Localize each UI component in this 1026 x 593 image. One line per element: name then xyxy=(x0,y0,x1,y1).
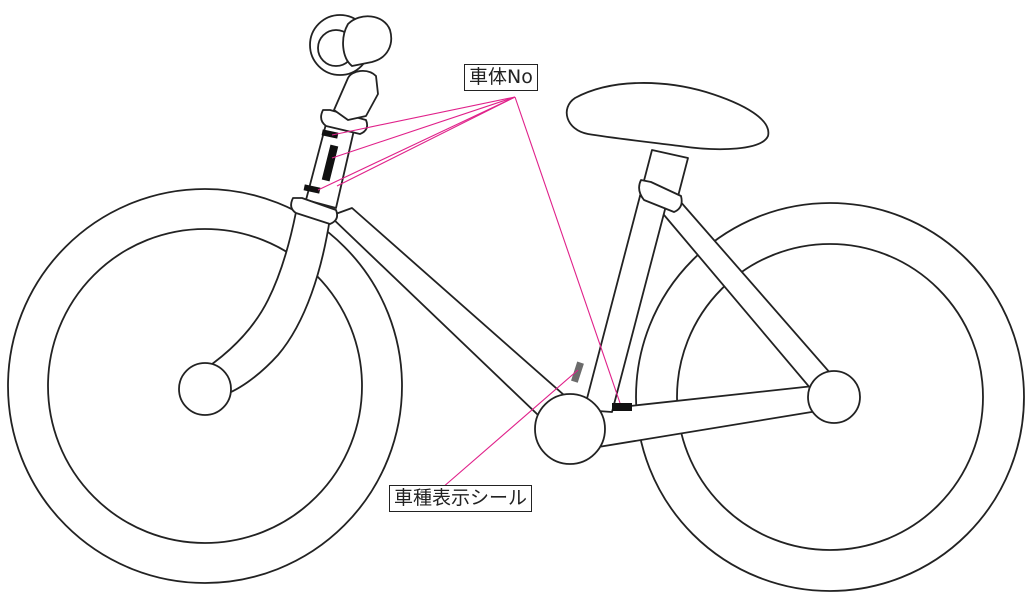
leader-line xyxy=(331,96,516,136)
seat-assembly xyxy=(565,82,770,213)
stem xyxy=(333,70,379,121)
leader-line xyxy=(514,96,621,404)
rear-hub xyxy=(807,370,861,424)
frame-number-mark-chainstay xyxy=(612,403,632,411)
front-wheel xyxy=(7,188,403,584)
seat-clamp xyxy=(638,179,683,213)
frame-number-mark-bottom xyxy=(303,184,321,194)
frame-number-mark-middle xyxy=(321,144,339,182)
seat-tube xyxy=(583,195,669,413)
model-sticker-mark xyxy=(571,361,584,383)
rear-wheel xyxy=(635,202,1025,592)
frame-number-leader-lines xyxy=(317,96,621,404)
steering-assembly xyxy=(290,14,393,225)
frame-number-callout: 車体No xyxy=(464,64,538,91)
rear-tire-inner xyxy=(676,243,984,551)
rear-tire-outer xyxy=(635,202,1025,592)
bottom-bracket xyxy=(534,393,606,465)
headset-lower xyxy=(290,197,339,225)
leader-line xyxy=(331,96,516,159)
model-sticker-leader-line xyxy=(441,369,579,489)
grip-bulb xyxy=(342,15,393,67)
headset-upper xyxy=(320,109,369,135)
front-hub xyxy=(178,362,232,416)
leader-line xyxy=(317,96,516,191)
front-tire-outer xyxy=(7,188,403,584)
seat-stay xyxy=(647,191,846,403)
model-sticker-callout: 車種表示シール xyxy=(389,485,533,512)
frame-number-marks xyxy=(303,129,632,411)
leader-line xyxy=(336,96,516,187)
frame-number-mark-top xyxy=(321,129,339,139)
front-fork xyxy=(178,211,331,416)
front-tire-inner xyxy=(47,228,363,544)
saddle xyxy=(565,82,770,151)
